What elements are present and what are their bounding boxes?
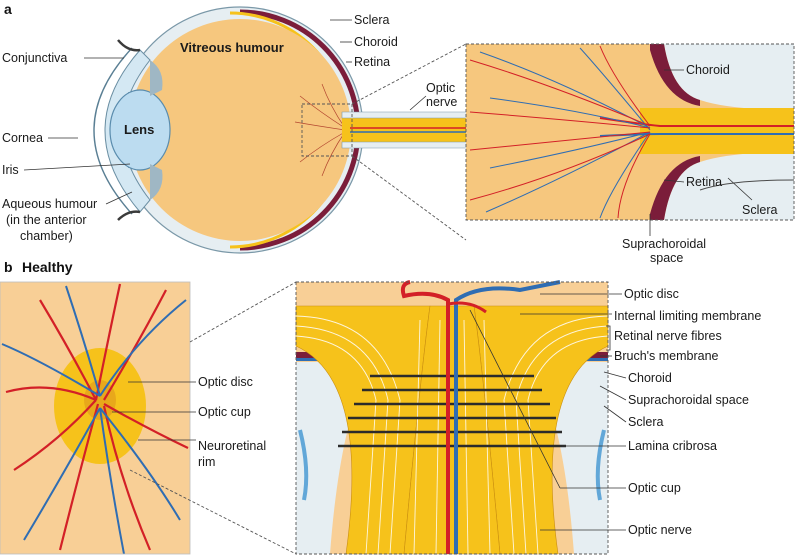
- label-retina: Retina: [354, 55, 390, 69]
- optic-nerve-head-section: [295, 280, 609, 555]
- label-aqueous-humour-2: (in the anterior: [6, 213, 87, 227]
- panel-a-letter: a: [4, 1, 12, 17]
- section-label-rnf: Retinal nerve fibres: [614, 329, 722, 343]
- section-label-ilm: Internal limiting membrane: [614, 309, 761, 323]
- fundus-view: [0, 281, 297, 555]
- section-label-suprachoroidal: Suprachoroidal space: [628, 393, 749, 407]
- section-label-optic-cup: Optic cup: [628, 481, 681, 495]
- label-optic-nerve-2: nerve: [426, 95, 457, 109]
- label-vitreous-humour: Vitreous humour: [180, 40, 284, 55]
- inset-label-choroid: Choroid: [686, 63, 730, 77]
- label-lens: Lens: [124, 122, 154, 137]
- panel-b-letter: b: [4, 259, 13, 275]
- section-label-optic-disc: Optic disc: [624, 287, 679, 301]
- label-choroid: Choroid: [354, 35, 398, 49]
- section-label-optic-nerve: Optic nerve: [628, 523, 692, 537]
- section-label-bruch: Bruch's membrane: [614, 349, 719, 363]
- section-label-choroid: Choroid: [628, 371, 672, 385]
- label-suprachoroidal-space: Suprachoroidal: [622, 237, 706, 251]
- inset-label-sclera: Sclera: [742, 203, 777, 217]
- optic-disc-inset: [465, 43, 795, 221]
- label-sclera: Sclera: [354, 13, 389, 27]
- label-cornea: Cornea: [2, 131, 43, 145]
- label-conjunctiva: Conjunctiva: [2, 51, 67, 65]
- label-aqueous-humour-3: chamber): [20, 229, 73, 243]
- fundus-label-optic-disc: Optic disc: [198, 375, 253, 389]
- label-iris: Iris: [2, 163, 19, 177]
- label-aqueous-humour: Aqueous humour: [2, 197, 97, 211]
- label-optic-nerve: Optic: [426, 81, 455, 95]
- label-suprachoroidal-space-2: space: [650, 251, 683, 265]
- panel-b-title: Healthy: [22, 259, 73, 275]
- fundus-label-neuroretinal-rim-2: rim: [198, 455, 215, 469]
- section-label-sclera: Sclera: [628, 415, 663, 429]
- section-label-lamina: Lamina cribrosa: [628, 439, 717, 453]
- inset-label-retina: Retina: [686, 175, 722, 189]
- fundus-label-optic-cup: Optic cup: [198, 405, 251, 419]
- fundus-label-neuroretinal-rim: Neuroretinal: [198, 439, 266, 453]
- eyeball: [93, 6, 471, 254]
